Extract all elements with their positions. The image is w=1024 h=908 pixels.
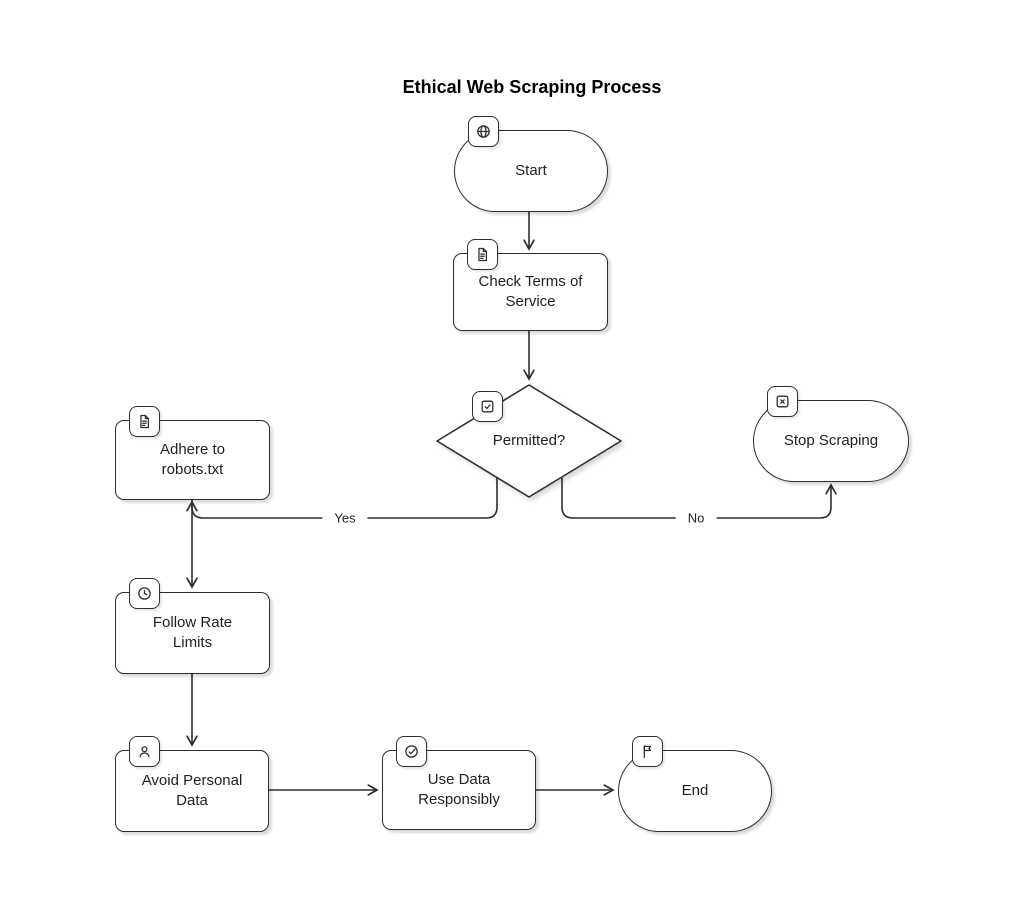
node-end: End (618, 736, 772, 832)
node-label: Stop Scraping (783, 432, 879, 450)
check-circle-icon (396, 736, 427, 767)
node-label: Adhere to robots.txt (159, 441, 226, 478)
node-label: Start (515, 162, 547, 180)
flag-icon (632, 736, 663, 767)
node-permitted-decision: Permitted? (435, 383, 623, 499)
clock-icon (129, 578, 160, 609)
node-label: Use Data Responsibly (418, 771, 500, 808)
node-use-data-responsibly: Use Data Responsibly (382, 736, 536, 830)
node-label: Follow Rate Limits (152, 614, 233, 651)
node-follow-rate-limits: Follow Rate Limits (115, 578, 270, 674)
node-label: Check Terms of Service (478, 273, 583, 310)
node-label: Permitted? (492, 432, 566, 450)
x-square-icon (767, 386, 798, 417)
node-label: Avoid Personal Data (141, 772, 243, 809)
node-label: End (681, 782, 709, 800)
node-check-terms-of-service: Check Terms of Service (453, 239, 608, 331)
edge-label-no: No (675, 509, 717, 527)
globe-icon (468, 116, 499, 147)
node-avoid-personal-data: Avoid Personal Data (115, 736, 269, 832)
node-adhere-robots-txt: Adhere to robots.txt (115, 406, 270, 500)
node-start: Start (454, 116, 608, 212)
person-icon (129, 736, 160, 767)
edge-label-yes: Yes (322, 509, 368, 527)
document-icon (467, 239, 498, 270)
node-stop-scraping: Stop Scraping (753, 386, 909, 482)
document-icon (129, 406, 160, 437)
checkbox-icon (472, 391, 503, 422)
diagram-title: Ethical Web Scraping Process (402, 77, 662, 97)
